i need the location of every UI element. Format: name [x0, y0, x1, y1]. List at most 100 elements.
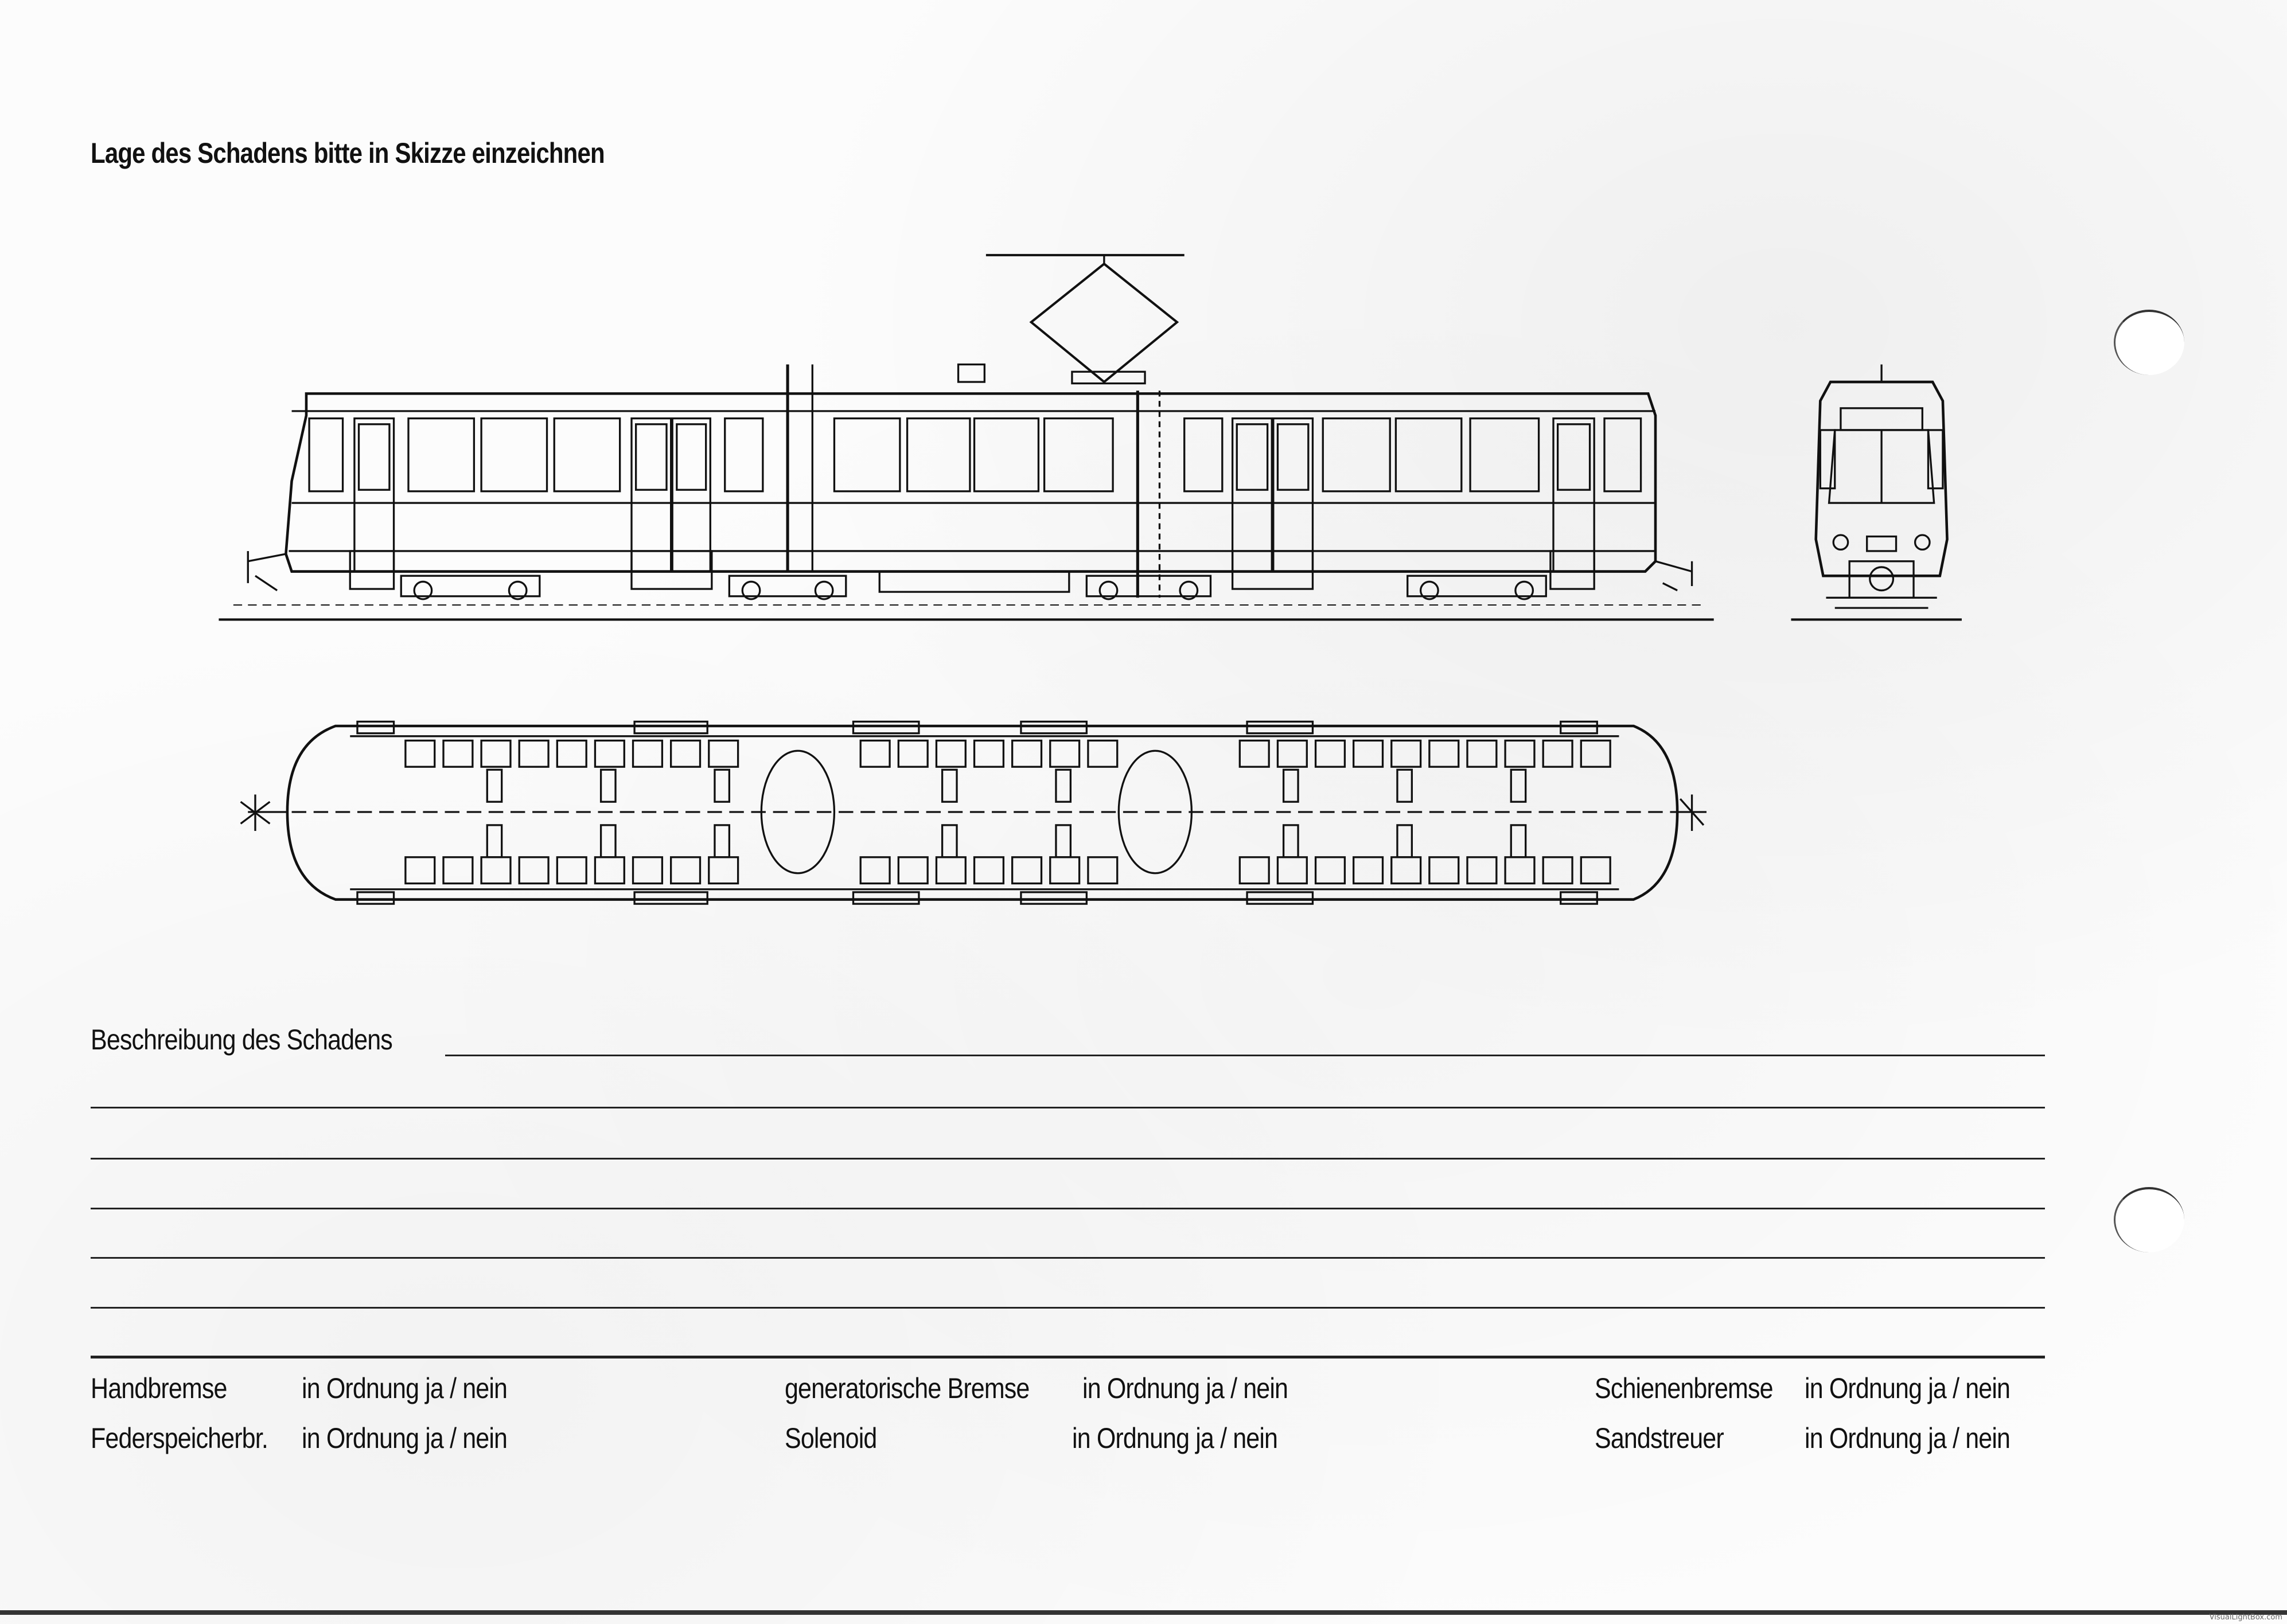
door: [671, 417, 711, 573]
door: [630, 417, 672, 573]
seat: [594, 856, 625, 885]
bogie: [1407, 575, 1547, 598]
seat-back: [1055, 824, 1072, 858]
seat-back: [1510, 768, 1527, 803]
seat-back: [486, 768, 503, 803]
tram-side-view[interactable]: [219, 253, 1714, 621]
seat: [1314, 856, 1346, 885]
door-marker: [852, 720, 920, 735]
door-window: [1556, 423, 1591, 491]
seat-back: [1510, 824, 1527, 858]
door: [1552, 417, 1595, 573]
check-label-solenoid: Solenoid: [785, 1422, 877, 1454]
seat: [670, 856, 702, 885]
check-status-handbremse[interactable]: in Ordnung ja / nein: [302, 1372, 508, 1404]
seat-back: [714, 824, 731, 858]
check-status-federspeicherbremse[interactable]: in Ordnung ja / nein: [302, 1422, 508, 1454]
window: [833, 417, 901, 493]
window: [407, 417, 476, 493]
seat: [1049, 856, 1081, 885]
window: [308, 417, 344, 493]
check-status-generatorische-bremse[interactable]: in Ordnung ja / nein: [1082, 1372, 1288, 1404]
seat: [632, 856, 664, 885]
door-marker: [1246, 720, 1314, 735]
seat: [708, 739, 739, 768]
seat: [1542, 739, 1573, 768]
seat-back: [941, 768, 958, 803]
window: [724, 417, 764, 493]
wheel: [508, 580, 528, 600]
tram-front-view[interactable]: [1791, 364, 1962, 621]
window: [480, 417, 548, 493]
wheel: [1419, 580, 1439, 600]
seat-back: [714, 768, 731, 803]
door-marker: [1560, 891, 1598, 905]
seat: [1504, 739, 1536, 768]
door: [1272, 417, 1314, 573]
page-bottom-edge: [0, 1610, 2287, 1615]
seat: [1049, 739, 1081, 768]
description-label: Beschreibung des Schadens: [91, 1024, 393, 1056]
seat: [442, 739, 474, 768]
seat-back: [599, 768, 617, 803]
seat: [897, 856, 929, 885]
seat: [556, 856, 587, 885]
punch-hole-top: [2114, 310, 2184, 375]
check-label-handbremse: Handbremse: [91, 1372, 227, 1404]
seat: [1353, 739, 1384, 768]
description-line[interactable]: [91, 1107, 2045, 1108]
wheel: [1098, 580, 1119, 600]
door-marker: [1246, 891, 1314, 905]
door-marker: [356, 891, 395, 905]
check-label-generatorische-bremse: generatorische Bremse: [785, 1372, 1030, 1404]
window: [906, 417, 971, 493]
tram-top-view[interactable]: [240, 720, 1707, 905]
bogie: [728, 575, 847, 598]
wheel: [741, 580, 761, 600]
door-marker: [1020, 720, 1088, 735]
seat: [1276, 739, 1308, 768]
check-status-sandstreuer[interactable]: in Ordnung ja / nein: [1805, 1422, 2011, 1454]
seat: [935, 739, 967, 768]
seat: [1353, 856, 1384, 885]
seat: [973, 739, 1005, 768]
seat: [1504, 856, 1536, 885]
description-line[interactable]: [91, 1158, 2045, 1160]
description-line[interactable]: [91, 1257, 2045, 1259]
description-line[interactable]: [91, 1208, 2045, 1209]
door-marker: [356, 720, 395, 735]
seat: [708, 856, 739, 885]
door-marker: [852, 891, 920, 905]
wheel: [413, 580, 433, 600]
seat: [1466, 856, 1498, 885]
window: [1603, 417, 1642, 493]
seat: [1542, 856, 1573, 885]
seat: [1580, 739, 1611, 768]
seat: [1390, 739, 1422, 768]
door-window: [1236, 423, 1269, 491]
seat-back: [1396, 824, 1413, 858]
seat: [1428, 739, 1460, 768]
seat-back: [1055, 768, 1072, 803]
page-title: Lage des Schadens bitte in Skizze einzei…: [91, 137, 605, 169]
seat: [480, 856, 512, 885]
check-status-schienenbremse[interactable]: in Ordnung ja / nein: [1805, 1372, 2011, 1404]
window: [1183, 417, 1224, 493]
punch-hole-bottom: [2114, 1187, 2184, 1252]
check-status-solenoid[interactable]: in Ordnung ja / nein: [1072, 1422, 1278, 1454]
seat: [1580, 856, 1611, 885]
door: [1231, 417, 1273, 573]
check-label-sandstreuer: Sandstreuer: [1595, 1422, 1724, 1454]
window: [1322, 417, 1391, 493]
seat: [897, 739, 929, 768]
seat: [404, 739, 436, 768]
description-line[interactable]: [91, 1307, 2045, 1309]
seat: [518, 856, 550, 885]
description-line-1[interactable]: [445, 1055, 2045, 1056]
watermark: VisualLightBox.com: [2209, 1613, 2282, 1622]
seat: [973, 856, 1005, 885]
window: [1043, 417, 1114, 493]
seat-back: [1396, 768, 1413, 803]
